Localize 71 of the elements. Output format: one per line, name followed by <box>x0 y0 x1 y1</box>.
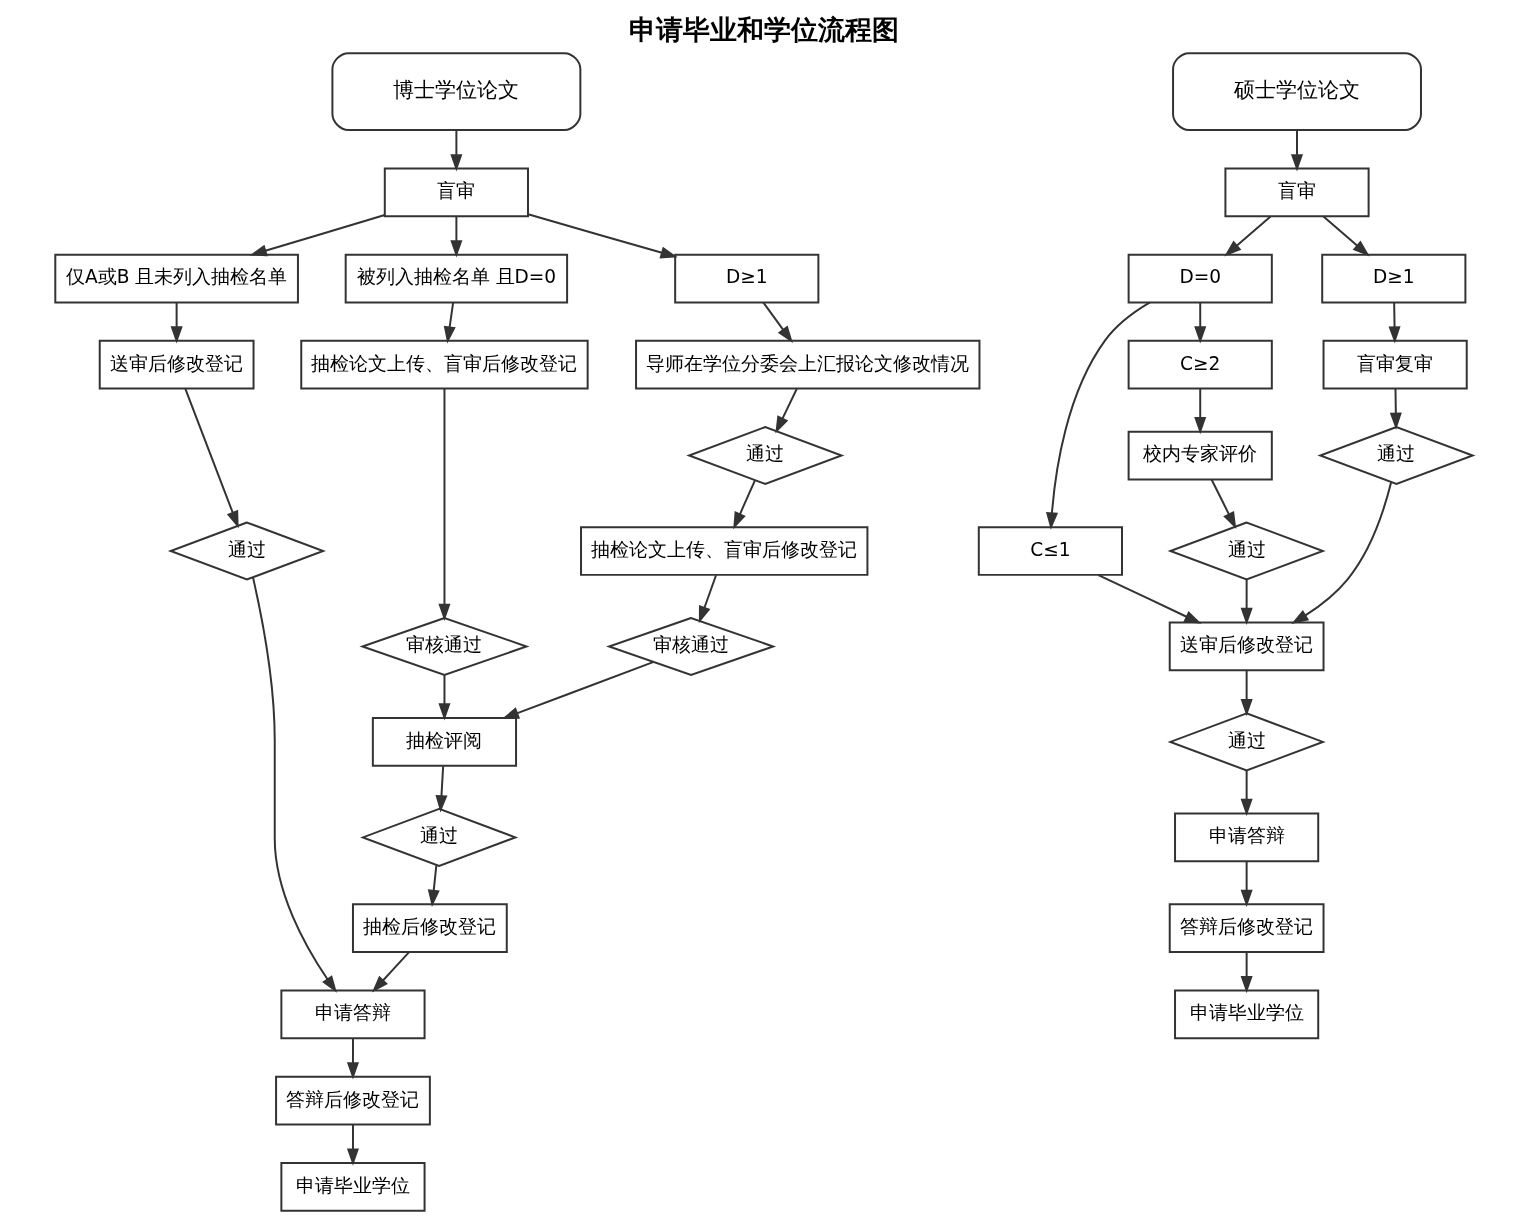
node-box: 博士学位论文 <box>330 52 581 132</box>
arrow <box>449 129 462 172</box>
node-box: 申请答辩 <box>279 989 426 1040</box>
arrow <box>443 301 456 344</box>
node-diamond: 通过 <box>1316 425 1476 486</box>
node-box: 盲审 <box>1223 167 1370 218</box>
node-box: 被列入抽检名单 且D=0 <box>344 253 568 304</box>
arrow <box>449 215 462 258</box>
arrow <box>1240 578 1253 626</box>
node-box: D≥1 <box>673 253 819 304</box>
node-box: 抽检评阅 <box>371 717 517 767</box>
arrow <box>1240 860 1253 907</box>
arrow <box>437 674 450 721</box>
arrow <box>526 213 678 259</box>
node-box: D=0 <box>1127 253 1273 304</box>
node-diamond: 通过 <box>685 425 844 486</box>
arrow <box>1290 129 1303 172</box>
node-box: 送审后修改登记 <box>98 339 255 390</box>
arrow <box>346 1037 359 1080</box>
node-box: C≤1 <box>977 526 1123 576</box>
arrow <box>1389 387 1402 430</box>
node-box: D≥1 <box>1320 253 1466 304</box>
node-box: 答辩后修改登记 <box>1168 903 1325 954</box>
diagram-title: 申请毕业和学位流程图 <box>628 13 899 45</box>
node-box: 仅A或B 且未列入抽检名单 <box>53 253 299 304</box>
arrow <box>774 387 798 434</box>
arrow <box>183 387 239 529</box>
arrow <box>427 864 440 908</box>
arrow <box>1321 215 1370 257</box>
node-box: 盲审复审 <box>1322 339 1468 390</box>
node-box: 抽检后修改登记 <box>351 903 508 954</box>
arrow <box>1290 481 1392 625</box>
arrow <box>761 301 793 344</box>
arrow <box>371 951 410 993</box>
node-diamond: 通过 <box>359 807 518 867</box>
arrow <box>732 479 756 530</box>
arrow <box>434 765 447 813</box>
node-box: 申请毕业学位 <box>279 1161 426 1212</box>
arrow <box>1045 301 1151 530</box>
arrow <box>1210 478 1236 530</box>
node-box: C≥2 <box>1127 339 1273 390</box>
node-diamond: 通过 <box>1167 712 1326 772</box>
arrow <box>1240 769 1253 817</box>
arrow <box>1240 669 1253 717</box>
arrow <box>1223 215 1272 257</box>
node-box: 送审后修改登记 <box>1168 621 1325 672</box>
arrow <box>346 1123 359 1166</box>
arrow <box>251 576 337 993</box>
node-box: 申请毕业学位 <box>1173 989 1319 1040</box>
node-box: 导师在学位分委会上汇报论文修改情况 <box>634 339 980 390</box>
node-box: 盲审 <box>383 167 529 218</box>
node-diamond: 审核通过 <box>605 616 776 677</box>
node-box: 抽检论文上传、盲审后修改登记 <box>299 339 589 390</box>
arrow <box>1193 387 1206 435</box>
arrow <box>1388 301 1401 344</box>
arrow <box>1193 301 1206 344</box>
node-box: 抽检论文上传、盲审后修改登记 <box>579 526 868 576</box>
arrow <box>1240 951 1253 994</box>
node-box: 答辩后修改登记 <box>274 1075 431 1126</box>
arrow <box>1096 574 1201 624</box>
arrow <box>501 661 654 720</box>
node-box: 校内专家评价 <box>1127 430 1273 481</box>
arrow <box>170 301 183 344</box>
node-diamond: 通过 <box>167 521 326 581</box>
node-diamond: 通过 <box>1167 521 1326 581</box>
arrow <box>698 574 717 624</box>
arrow <box>249 214 386 257</box>
node-box: 硕士学位论文 <box>1171 52 1422 132</box>
node-diamond: 审核通过 <box>358 616 529 677</box>
node-box: 申请答辩 <box>1173 812 1319 863</box>
arrow <box>437 387 450 621</box>
